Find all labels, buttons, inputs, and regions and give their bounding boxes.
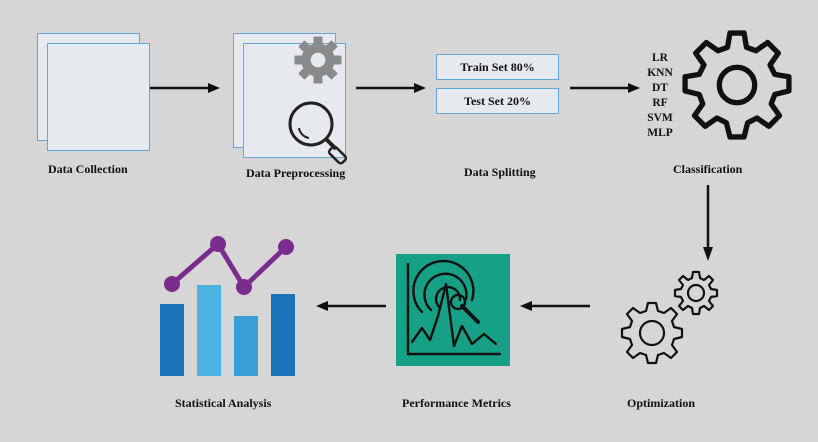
algorithm-knn: KNN bbox=[647, 67, 673, 79]
arrow-collection-to-preprocessing bbox=[150, 83, 220, 93]
arrow-classification-to-optimization bbox=[703, 185, 713, 261]
magnifier-icon bbox=[288, 101, 348, 165]
arrow-preprocessing-to-splitting bbox=[356, 83, 426, 93]
arrow-splitting-to-classification bbox=[570, 83, 640, 93]
arrow-metrics-to-statistics bbox=[316, 301, 386, 311]
algorithm-mlp: MLP bbox=[647, 127, 673, 139]
statistical-analysis-label: Statistical Analysis bbox=[175, 396, 272, 410]
trend-point-2 bbox=[210, 236, 226, 252]
radar-chart-icon bbox=[406, 259, 502, 356]
gear-icon bbox=[294, 36, 342, 84]
performance-metrics-label: Performance Metrics bbox=[402, 396, 511, 410]
algorithm-svm: SVM bbox=[647, 112, 673, 124]
data-preprocessing-label: Data Preprocessing bbox=[246, 166, 346, 180]
algorithm-rf: RF bbox=[652, 97, 668, 109]
bar-1 bbox=[160, 304, 184, 376]
data-splitting-label: Data Splitting bbox=[464, 165, 536, 179]
bar-2 bbox=[197, 285, 221, 376]
gear-icon bbox=[682, 30, 792, 140]
trend-point-3 bbox=[236, 279, 252, 295]
trend-point-4 bbox=[278, 239, 294, 255]
bar-3 bbox=[234, 316, 258, 376]
data-collection-label: Data Collection bbox=[48, 162, 128, 176]
algorithm-dt: DT bbox=[652, 82, 668, 94]
test-set-box: Test Set 20% bbox=[436, 88, 559, 114]
trend-point-1 bbox=[164, 276, 180, 292]
metrics-panel bbox=[396, 254, 510, 366]
algorithm-lr: LR bbox=[652, 52, 668, 64]
classification-label: Classification bbox=[673, 162, 743, 176]
trend-line bbox=[164, 236, 294, 295]
train-set-box: Train Set 80% bbox=[436, 54, 559, 80]
gears-icon bbox=[620, 270, 719, 365]
optimization-label: Optimization bbox=[627, 396, 695, 410]
arrow-optimization-to-metrics bbox=[520, 301, 590, 311]
bar-4 bbox=[271, 294, 295, 376]
